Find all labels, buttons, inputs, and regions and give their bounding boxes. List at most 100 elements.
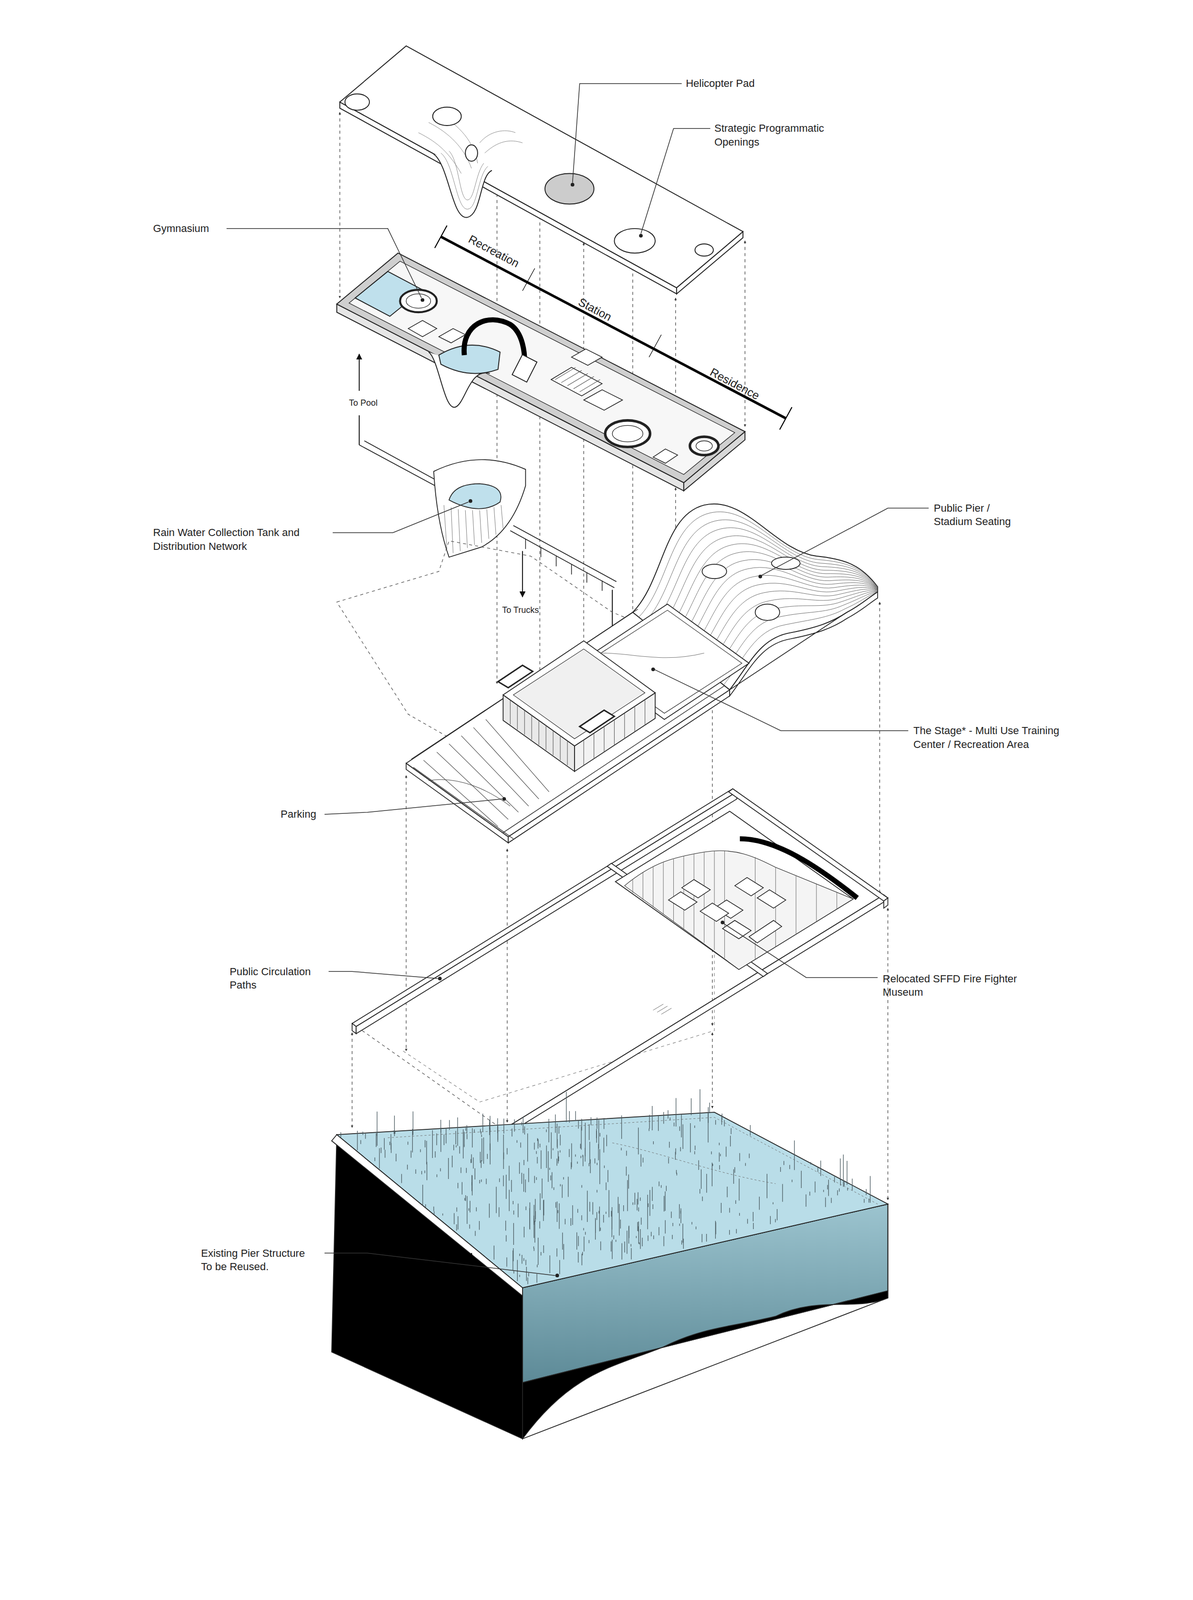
pile bbox=[652, 1203, 654, 1209]
pile bbox=[851, 1178, 853, 1190]
pile bbox=[730, 1135, 731, 1146]
existing-pier bbox=[331, 1088, 889, 1439]
pile bbox=[698, 1160, 699, 1170]
pile bbox=[580, 1155, 582, 1158]
pile bbox=[738, 1178, 740, 1201]
pile bbox=[499, 1178, 500, 1183]
pile bbox=[639, 1197, 641, 1201]
callout-label: Public Circulation Paths bbox=[229, 965, 311, 992]
pile bbox=[592, 1201, 594, 1214]
pile bbox=[828, 1179, 829, 1196]
pile bbox=[576, 1232, 577, 1250]
pile bbox=[550, 1174, 552, 1180]
pile bbox=[521, 1254, 523, 1264]
pile bbox=[839, 1158, 841, 1181]
pile bbox=[699, 1088, 701, 1121]
callout-label-box: The Stage* - Multi Use Training Center /… bbox=[913, 723, 1078, 752]
pile bbox=[439, 1168, 441, 1172]
pile bbox=[628, 1174, 629, 1189]
pile bbox=[640, 1217, 642, 1225]
pile bbox=[596, 1211, 597, 1220]
pile bbox=[679, 1223, 680, 1226]
pile bbox=[596, 1162, 598, 1165]
pile bbox=[694, 1125, 695, 1128]
pile bbox=[436, 1173, 438, 1177]
pile bbox=[691, 1221, 692, 1225]
pile bbox=[424, 1170, 426, 1173]
pile bbox=[675, 1097, 677, 1127]
pile bbox=[524, 1126, 525, 1135]
pile bbox=[480, 1131, 482, 1135]
pile bbox=[503, 1134, 504, 1169]
pile bbox=[582, 1251, 583, 1256]
pile bbox=[648, 1114, 650, 1129]
pile bbox=[469, 1224, 471, 1229]
pile bbox=[735, 1199, 736, 1204]
pile bbox=[457, 1215, 459, 1230]
pile bbox=[730, 1128, 732, 1135]
contour-line bbox=[723, 591, 878, 685]
pile bbox=[617, 1196, 619, 1214]
pile bbox=[809, 1191, 810, 1195]
pile bbox=[546, 1145, 547, 1168]
pile bbox=[376, 1111, 378, 1136]
zone-label-box: Station bbox=[575, 294, 615, 325]
contour-line bbox=[638, 511, 879, 618]
pile bbox=[759, 1196, 760, 1210]
pile bbox=[471, 1174, 473, 1195]
pile bbox=[590, 1159, 591, 1173]
pile bbox=[640, 1153, 642, 1167]
pile bbox=[490, 1143, 491, 1165]
pile bbox=[558, 1203, 560, 1229]
callout-label: Rain Water Collection Tank and Distribut… bbox=[153, 526, 300, 553]
pile bbox=[719, 1151, 720, 1162]
pile bbox=[820, 1160, 821, 1176]
stage-level bbox=[336, 503, 878, 843]
pile bbox=[508, 1165, 510, 1181]
pile bbox=[834, 1176, 835, 1183]
pile bbox=[455, 1130, 456, 1144]
pile bbox=[581, 1214, 582, 1220]
pile bbox=[720, 1153, 721, 1156]
pile bbox=[559, 1259, 560, 1275]
pile bbox=[721, 1113, 723, 1120]
pile bbox=[529, 1207, 530, 1229]
pile bbox=[374, 1157, 376, 1162]
pile bbox=[536, 1176, 537, 1180]
pile bbox=[651, 1186, 653, 1201]
pile bbox=[580, 1143, 581, 1149]
pile bbox=[672, 1222, 673, 1226]
pile bbox=[525, 1205, 527, 1210]
pile bbox=[630, 1247, 632, 1260]
callout-label-box: Relocated SFFD Fire Fighter Museum bbox=[882, 972, 1036, 1000]
callout-label-box: Parking bbox=[280, 807, 317, 822]
rainwater-system bbox=[359, 354, 617, 643]
pile bbox=[676, 1169, 677, 1173]
pile bbox=[651, 1105, 653, 1131]
pile bbox=[667, 1109, 669, 1119]
zone-label: Residence bbox=[707, 365, 762, 402]
pile bbox=[650, 1231, 652, 1236]
pile bbox=[537, 1237, 539, 1265]
pile bbox=[648, 1203, 649, 1207]
pile bbox=[683, 1238, 684, 1249]
pile bbox=[664, 1191, 666, 1211]
pier-opening bbox=[701, 564, 727, 579]
pile bbox=[680, 1208, 681, 1224]
pile bbox=[598, 1119, 599, 1149]
contour-line bbox=[662, 543, 878, 637]
pile bbox=[814, 1181, 816, 1193]
pile bbox=[663, 1235, 665, 1246]
pile bbox=[626, 1150, 627, 1156]
pile bbox=[649, 1189, 650, 1216]
pile bbox=[729, 1229, 730, 1235]
pile bbox=[365, 1133, 366, 1139]
pile bbox=[648, 1128, 649, 1131]
pile bbox=[671, 1234, 673, 1239]
pile bbox=[823, 1189, 824, 1192]
pile bbox=[557, 1150, 559, 1163]
pile bbox=[745, 1162, 746, 1166]
pile bbox=[556, 1201, 558, 1222]
pile bbox=[448, 1157, 449, 1179]
callout-label: Relocated SFFD Fire Fighter Museum bbox=[882, 972, 1017, 999]
